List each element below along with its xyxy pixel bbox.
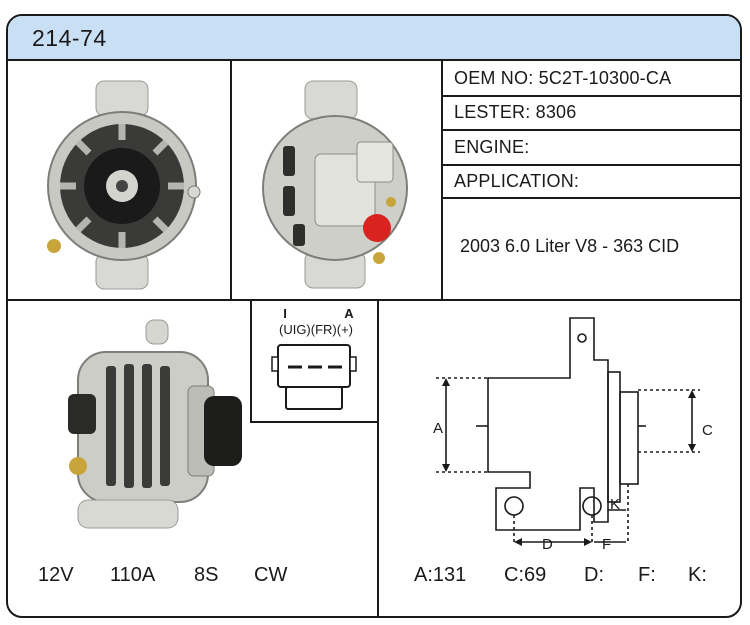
terminal-names: (UIG)(FR)(+): [278, 322, 353, 337]
connector-plug-diagram: [271, 344, 357, 410]
spec-dim-f: F:: [638, 564, 656, 586]
dim-a-label: A: [433, 420, 444, 437]
header-bar: 214-74: [8, 16, 740, 61]
divider: [377, 299, 379, 616]
dimension-drawing: [436, 317, 700, 546]
spec-pulley: 8S: [194, 564, 219, 586]
dim-d-label: D: [542, 536, 553, 553]
divider: [441, 197, 740, 199]
part-code: 214-74: [32, 25, 107, 51]
terminal-a-label: A: [344, 306, 354, 321]
spec-dim-a: A:131: [414, 564, 467, 586]
application-value: 2003 6.0 Liter V8 - 363 CID: [460, 236, 680, 256]
spec-dim-k: K:: [688, 564, 707, 586]
spec-rotation: CW: [254, 564, 288, 586]
divider: [8, 299, 740, 301]
spec-voltage: 12V: [38, 564, 74, 586]
engine-label: ENGINE:: [454, 137, 530, 157]
dim-c-label: C: [702, 422, 713, 439]
spec-dim-c: C:69: [504, 564, 547, 586]
divider: [441, 129, 740, 131]
divider: [441, 61, 443, 301]
divider: [441, 164, 740, 166]
oem-number: OEM NO: 5C2T-10300-CA: [454, 68, 672, 88]
spec-amperage: 110A: [110, 564, 156, 586]
dim-f-label: F: [602, 536, 612, 553]
alternator-rear-view: [262, 80, 408, 289]
divider: [250, 421, 379, 423]
spec-sheet: 214-74 OEM NO: 5C2T-10300-CA LESTER: 830…: [6, 14, 742, 618]
terminal-i-label: I: [283, 306, 287, 321]
divider: [250, 299, 252, 423]
divider: [441, 95, 740, 97]
application-label: APPLICATION:: [454, 171, 580, 191]
alternator-side-view: [68, 319, 242, 529]
lester-number: LESTER: 8306: [454, 102, 577, 122]
spec-dim-d: D:: [584, 564, 604, 586]
alternator-front-view: [47, 80, 201, 290]
dim-k-label: K: [610, 496, 621, 513]
divider: [230, 61, 232, 301]
